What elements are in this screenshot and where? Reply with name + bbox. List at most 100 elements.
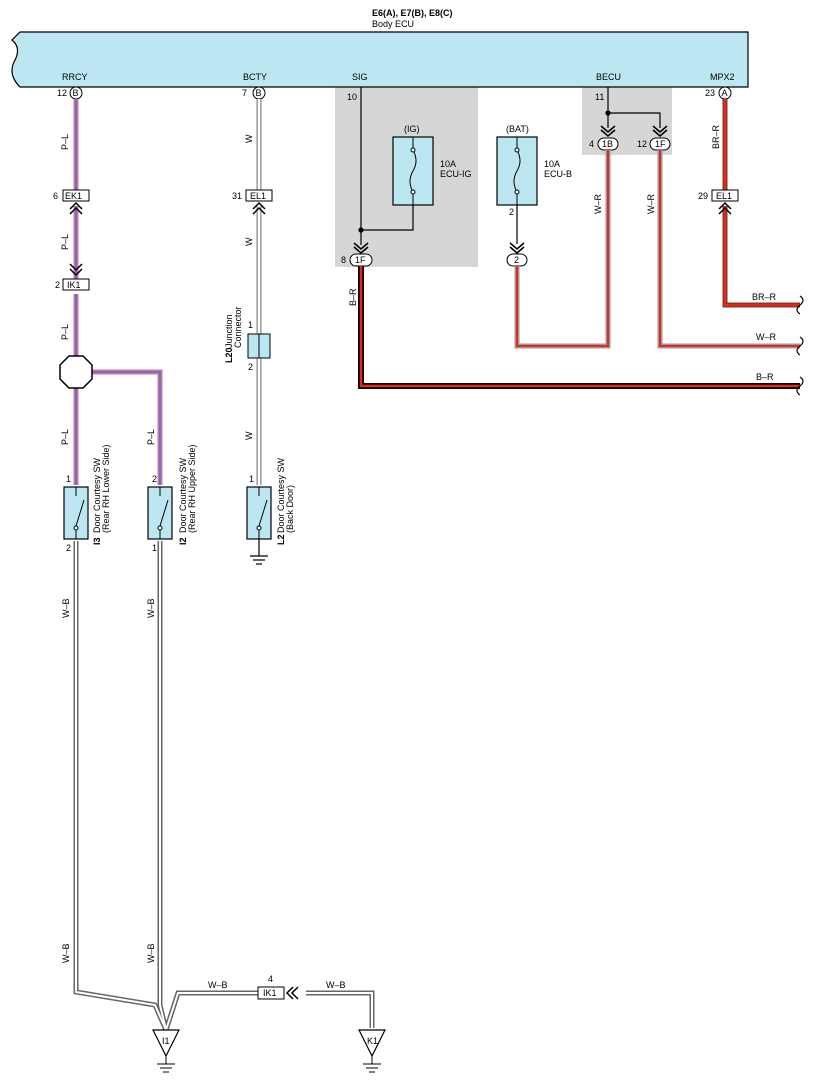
wire-label-pl-5: P–L <box>146 429 156 445</box>
switch-i2-id: I2 <box>178 537 188 545</box>
switch-i3-line1: Door Courtesy SW <box>92 457 102 533</box>
ecu-codes: E6(A), E7(B), E8(C) <box>372 8 453 18</box>
fuse-bat-pin: 2 <box>509 207 514 217</box>
wire-label-brr-1: BR–R <box>711 124 721 149</box>
wire-label-wb-6: W–B <box>326 980 346 990</box>
terminal-becu: BECU <box>596 72 621 82</box>
ground-l2 <box>250 539 268 565</box>
connector-ek1 <box>62 189 90 202</box>
wire-label-pl-2: P–L <box>60 234 70 250</box>
connector-sig-1f-label: 1F <box>355 255 366 265</box>
wire-pl <box>73 99 163 485</box>
terminal-bcty: BCTY <box>243 72 267 82</box>
junction-pin-top: 1 <box>248 320 253 330</box>
ground-k1-label: K1 <box>367 1036 378 1046</box>
connector-el1-right <box>711 189 739 202</box>
wire-wb <box>73 541 375 1032</box>
connector-ik1-bottom-label: IK1 <box>263 988 277 998</box>
connector-bat-2-label: 2 <box>514 255 519 265</box>
wire-break-marks <box>796 295 804 396</box>
wire-label-br-1: B–R <box>348 288 358 306</box>
pin-mpx2: 23 <box>705 88 715 98</box>
junction-id: L20 <box>224 347 234 363</box>
connector-ik1-bottom-pin: 4 <box>268 974 273 984</box>
connector-el1-right-label: EL1 <box>716 191 732 201</box>
switch-i3-pin-bottom: 2 <box>66 543 71 553</box>
wire-label-wb-3: W–B <box>61 943 71 963</box>
fuse-bat-header: (BAT) <box>506 124 529 134</box>
wire-br <box>358 266 800 389</box>
fuse-bat-name: ECU-B <box>544 169 572 179</box>
wire-label-w-2: W <box>244 237 254 246</box>
splice-octagon <box>59 355 93 389</box>
wire-label-brr-2: BR–R <box>752 292 777 302</box>
switch-i3-id: I3 <box>92 537 102 545</box>
conn-bcty: B <box>256 88 262 98</box>
switch-l2 <box>246 486 272 540</box>
fuse-ig-rating: 10A <box>440 159 456 169</box>
wire-label-br-2: B–R <box>756 372 774 382</box>
terminal-mpx2: MPX2 <box>710 72 735 82</box>
wire-wr <box>514 150 800 349</box>
wire-label-wb-4: W–B <box>146 943 156 963</box>
switch-l2-line2: (Back Door) <box>285 485 295 533</box>
pin-bcty: 7 <box>242 88 247 98</box>
switch-i2-pin-bottom: 1 <box>152 543 157 553</box>
connector-ik1-bottom <box>257 986 285 1000</box>
connector-ek1-label: EK1 <box>65 191 82 201</box>
connector-ek1-pin: 6 <box>53 191 58 201</box>
switch-l2-line1: Door Courtesy SW <box>276 457 286 533</box>
wire-label-wr-1: W–R <box>593 194 603 215</box>
fuse-ig-header: (IG) <box>404 124 420 134</box>
wire-label-pl-3: P–L <box>60 324 70 340</box>
wire-label-wb-5: W–B <box>208 980 228 990</box>
becu-internal-wire <box>605 87 661 128</box>
connector-becu-1f-pin: 12 <box>637 139 647 149</box>
wire-label-pl-1: P–L <box>60 134 70 150</box>
switch-i3-pin-top: 1 <box>66 474 71 484</box>
wire-label-w-3: W <box>244 431 254 440</box>
conn-rrcy: B <box>73 88 79 98</box>
wire-brr <box>722 99 800 308</box>
terminal-sig: SIG <box>352 72 368 82</box>
wire-label-w-1: W <box>244 134 254 143</box>
sig-internal-wire <box>358 87 414 245</box>
switch-i3 <box>63 486 89 540</box>
fuse-ig-name: ECU-IG <box>440 169 472 179</box>
connector-el1-right-pin: 29 <box>698 191 708 201</box>
connector-becu-1f-label: 1F <box>655 139 666 149</box>
switch-i2 <box>147 486 173 540</box>
switch-i2-pin-top: 2 <box>152 474 157 484</box>
junction-pin-bottom: 2 <box>248 362 253 372</box>
switch-l2-pin-top: 1 <box>249 474 254 484</box>
ground-k1 <box>358 1029 386 1073</box>
terminal-rrcy: RRCY <box>62 72 88 82</box>
wire-label-wr-2: W–R <box>646 194 656 215</box>
connector-becu-1b-pin: 4 <box>589 139 594 149</box>
connector-ik1-left-pin: 2 <box>55 280 60 290</box>
connector-becu-1b-label: 1B <box>602 139 613 149</box>
connector-sig-1f-pin: 8 <box>341 255 346 265</box>
junction-line1: Junction <box>224 314 234 348</box>
wire-label-pl-4: P–L <box>60 429 70 445</box>
connector-el1-left-label: EL1 <box>250 191 266 201</box>
switch-l2-id: L2 <box>276 534 286 545</box>
connector-ik1-left <box>62 278 90 291</box>
switch-i2-line1: Door Courtesy SW <box>178 457 188 533</box>
pin-sig: 10 <box>347 92 357 102</box>
body-ecu-box <box>11 31 749 88</box>
switch-i3-line2: (Rear RH Lower Side) <box>101 444 111 533</box>
conn-mpx2: A <box>722 88 728 98</box>
wire-label-wr-3: W–R <box>756 332 777 342</box>
switch-i2-line2: (Rear RH Upper Side) <box>187 444 197 533</box>
ground-i1 <box>152 1029 180 1073</box>
wire-label-wb-2: W–B <box>146 598 156 618</box>
connector-el1-left <box>245 189 273 202</box>
junction-line2: Connector <box>233 306 243 348</box>
connector-ik1-left-label: IK1 <box>67 280 81 290</box>
pin-rrcy: 12 <box>57 88 67 98</box>
fuse-bat-rating: 10A <box>544 159 560 169</box>
ground-i1-label: I1 <box>162 1036 170 1046</box>
wire-label-wb-1: W–B <box>61 598 71 618</box>
